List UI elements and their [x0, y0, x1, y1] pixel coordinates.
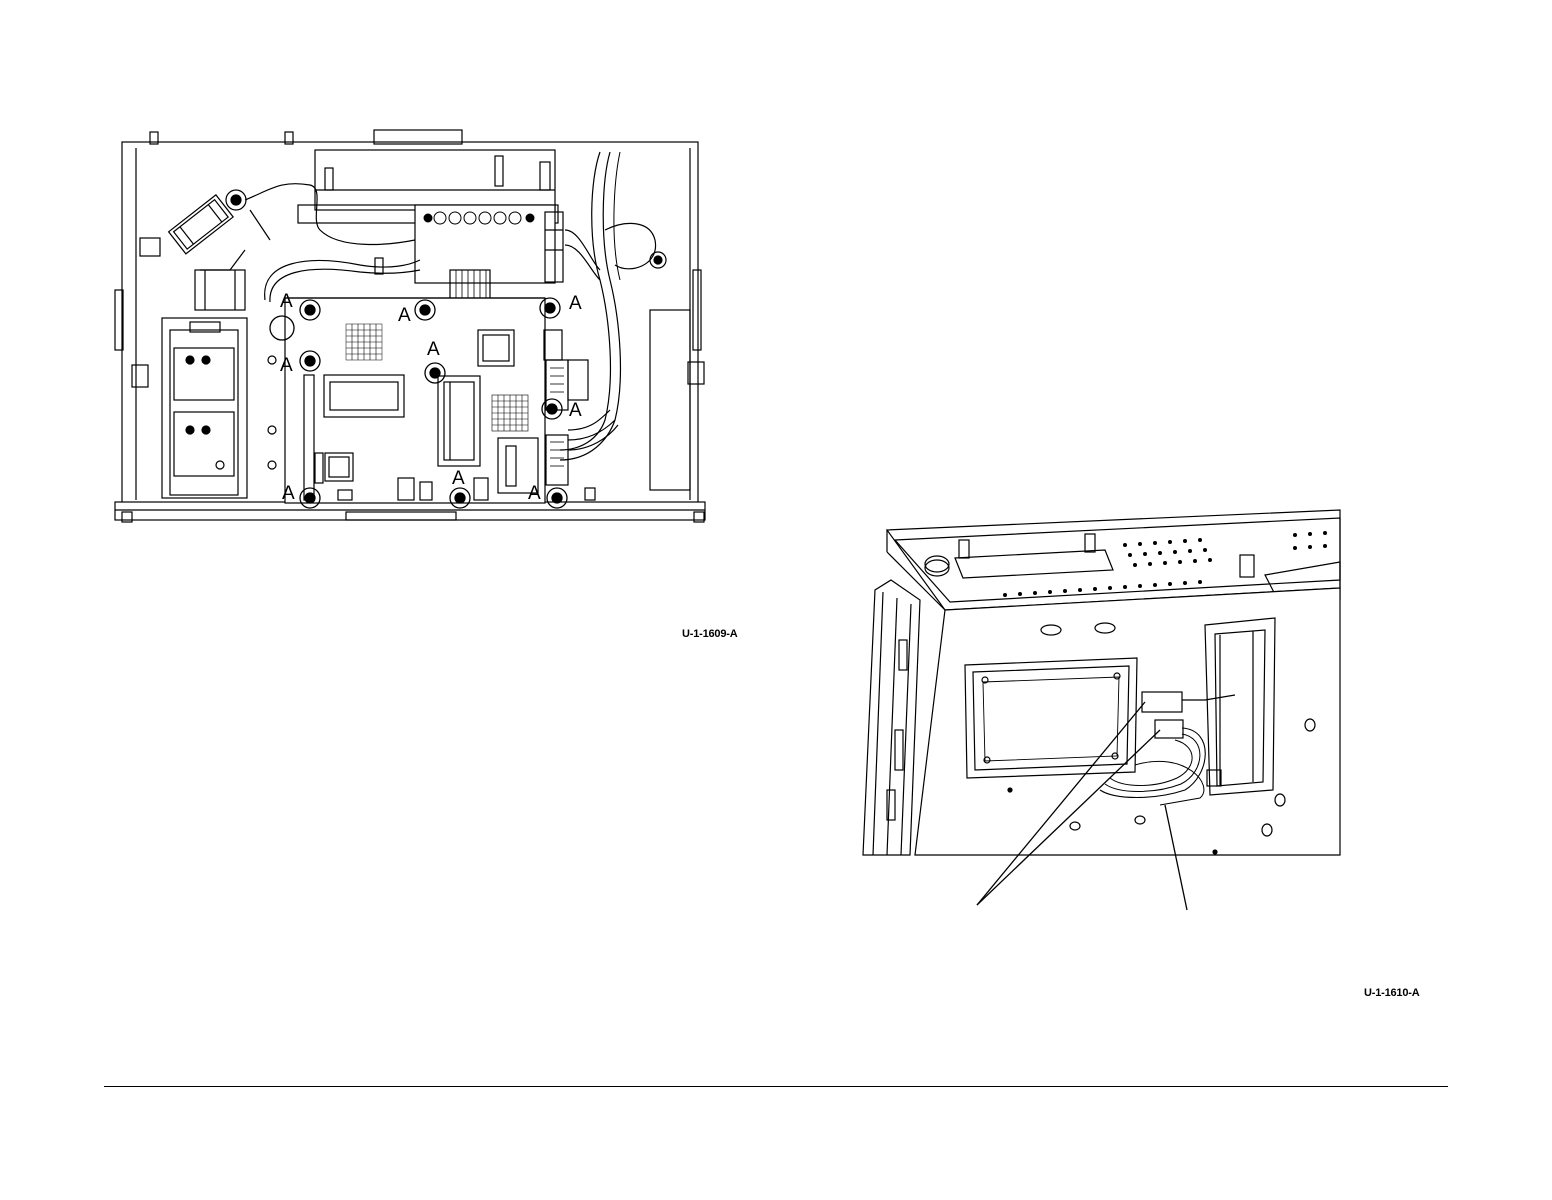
- callout-label: A: [282, 483, 295, 504]
- callout-label: A: [398, 305, 411, 326]
- callout-label: A: [280, 291, 293, 312]
- figure-caption: U-1-1610-A: [1364, 987, 1419, 999]
- callout-label: A: [452, 468, 465, 489]
- footer-divider: [104, 1086, 1448, 1087]
- callout-label: A: [427, 339, 440, 360]
- figure-hard-drive-perspective: [855, 500, 1355, 920]
- figure-caption: U-1-1609-A: [682, 628, 737, 640]
- figure-tray-top-view: A A A A A A A A A: [110, 120, 730, 540]
- callout-label: A: [280, 355, 293, 376]
- callout-label: A: [569, 400, 582, 421]
- callout-label: A: [528, 483, 541, 504]
- callout-label: A: [569, 293, 582, 314]
